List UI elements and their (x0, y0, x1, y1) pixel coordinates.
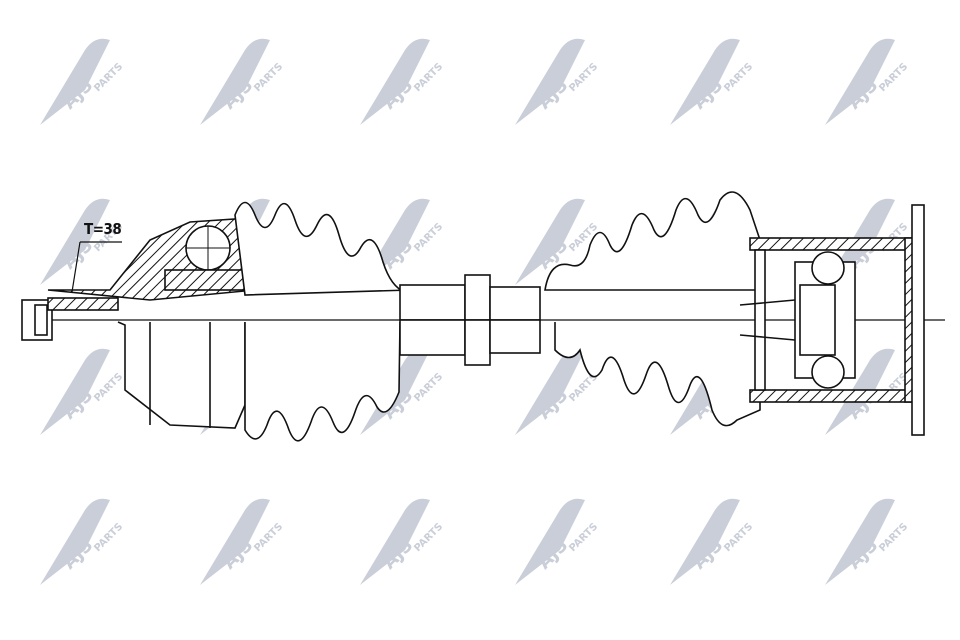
teeth-count-callout: T=38 (84, 220, 122, 238)
outer-cv-joint (21, 217, 256, 429)
axle-shaft (399, 274, 541, 366)
outer-boot (234, 201, 411, 442)
inner-boot (544, 191, 761, 427)
inner-tripod-joint (739, 204, 925, 436)
